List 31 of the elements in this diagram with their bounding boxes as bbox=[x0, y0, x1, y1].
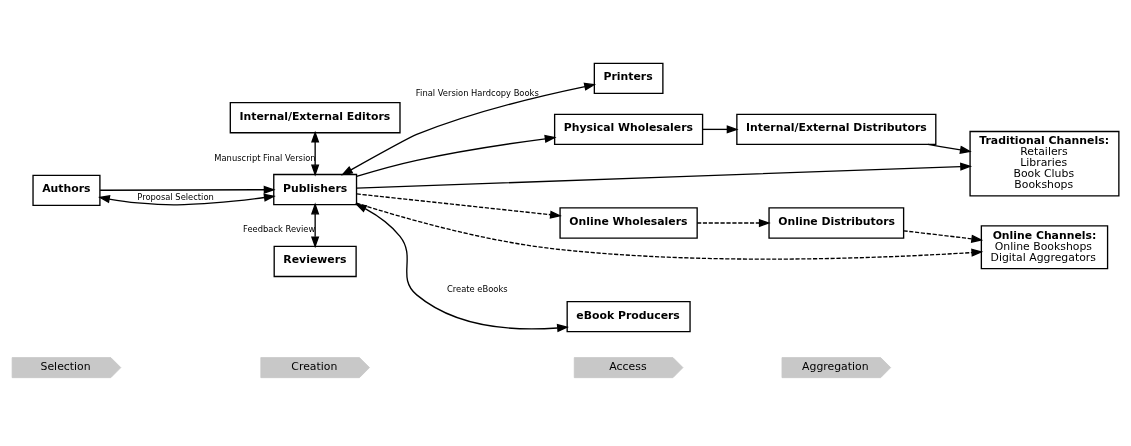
node-box: Publishers bbox=[273, 173, 358, 206]
edge-label: Create eBooks bbox=[447, 284, 508, 295]
node-box: Internal/External Editors bbox=[229, 101, 401, 134]
node-box: Online Distributors bbox=[768, 207, 905, 239]
node-box: Physical Wholesalers bbox=[553, 113, 704, 146]
node-box: Online Channels: Online Bookshops Digital Aggregators bbox=[980, 225, 1109, 270]
edge-label: Final Version Hardcopy Books bbox=[415, 87, 539, 98]
node-box: eBook Producers bbox=[566, 300, 691, 333]
arrow bbox=[98, 193, 276, 206]
arrow bbox=[355, 134, 557, 178]
node-box: Internal/External Distributors bbox=[736, 113, 937, 146]
node-box: Traditional Channels: Retailers Libraries Book Clubs Bookshops bbox=[969, 130, 1120, 197]
edge-label: Manuscript Final Version bbox=[214, 152, 316, 163]
arrow bbox=[354, 203, 569, 333]
arrow bbox=[99, 185, 276, 194]
arrow bbox=[902, 230, 984, 243]
arrow bbox=[340, 82, 597, 176]
node-box: Reviewers bbox=[273, 245, 357, 278]
arrow bbox=[311, 130, 320, 177]
arrow bbox=[356, 193, 562, 219]
arrow bbox=[356, 162, 973, 189]
arrow bbox=[927, 143, 972, 154]
arrow bbox=[355, 202, 984, 260]
edge-label: Proposal Selection bbox=[137, 192, 214, 203]
node-box: Authors bbox=[32, 174, 101, 207]
arrow bbox=[311, 202, 320, 249]
node-box: Printers bbox=[593, 62, 664, 95]
edge-label: Feedback Review bbox=[243, 224, 316, 235]
arrow bbox=[702, 125, 739, 134]
arrow bbox=[696, 218, 771, 228]
node-box: Online Wholesalers bbox=[559, 207, 698, 239]
